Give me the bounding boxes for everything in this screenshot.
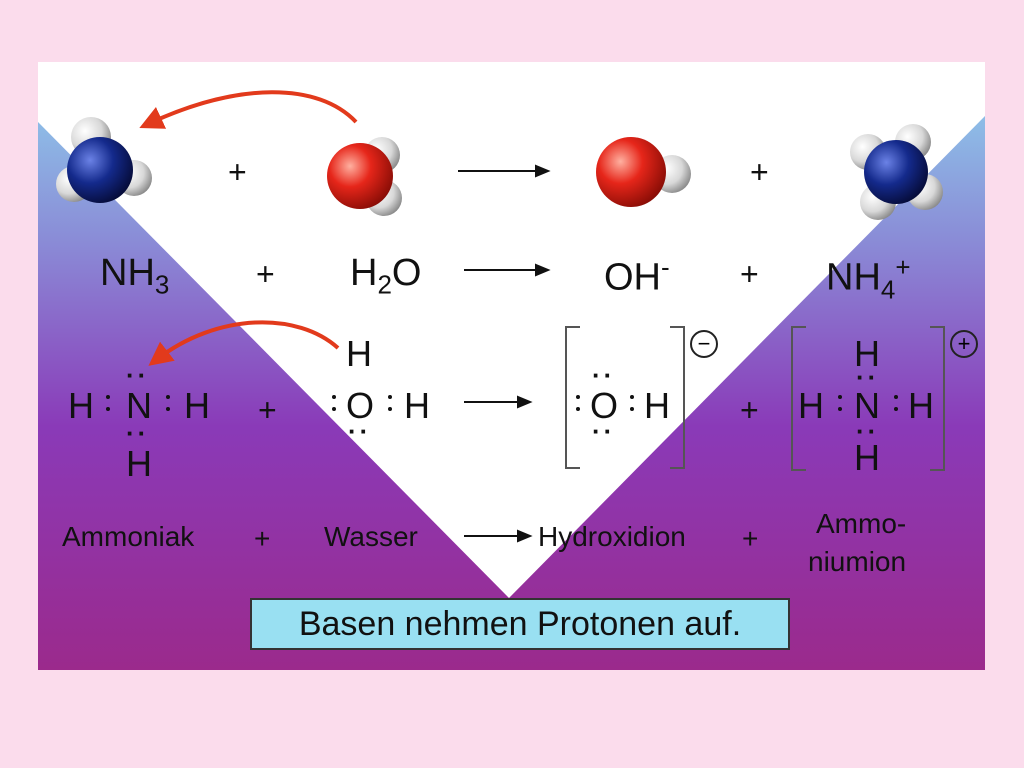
bond-dots	[106, 392, 110, 418]
water-model	[327, 137, 402, 216]
lewis-water-o: O	[346, 385, 375, 426]
minus-charge-icon: −	[690, 330, 718, 358]
ammonium-brackets	[791, 326, 945, 471]
lewis-ammonia-h-right: H	[184, 385, 210, 426]
diagram-panel: + + NH3 + H2O OH- + NH4+ H N H H ·· ·· +…	[38, 62, 985, 670]
formula-plus-2: +	[740, 256, 759, 292]
name-plus-1: +	[254, 523, 271, 554]
lone-pair-dots	[576, 392, 580, 418]
name-ammonium-line2: niumion	[808, 546, 907, 577]
bond-dots	[388, 392, 392, 418]
molecule-models	[56, 90, 945, 543]
lewis-ammonium-h-bottom: H	[854, 437, 880, 478]
reaction-arrow-3	[464, 395, 533, 409]
bond-dots	[630, 392, 634, 418]
lewis-ammonium-h-left: H	[798, 385, 824, 426]
formula-hydroxide: OH-	[604, 252, 670, 299]
name-ammonium-line1: Ammo-	[816, 508, 907, 539]
lewis-ammonium-h-right: H	[908, 385, 934, 426]
lewis-water-h-top: H	[346, 333, 372, 374]
lewis-ammonia-h-left: H	[68, 385, 94, 426]
bond-dots	[166, 392, 170, 418]
proton-transfer-arrow-bottom	[148, 320, 340, 366]
formula-plus-1: +	[256, 256, 275, 292]
name-water: Wasser	[324, 521, 418, 552]
hydroxide-model	[596, 137, 691, 207]
bond-dots	[838, 392, 842, 418]
lewis-ammonium-n: N	[854, 385, 880, 426]
reaction-arrow-2	[464, 263, 551, 277]
model-plus-1: +	[228, 154, 247, 190]
bond-dots: ··	[856, 362, 880, 392]
formula-water: H2O	[350, 252, 422, 300]
lewis-ammonia-lone-pair: ··	[126, 360, 150, 390]
lewis-plus-2: +	[740, 392, 759, 428]
ammonia-model	[56, 117, 152, 203]
model-plus-2: +	[750, 154, 769, 190]
proton-transfer-arrow-top	[139, 90, 358, 129]
lewis-ammonia-n: N	[126, 385, 152, 426]
bond-dots: ··	[126, 418, 150, 448]
lone-pair-dots: ··	[592, 360, 616, 390]
reaction-arrow-4	[464, 529, 533, 543]
lewis-hydroxide-h: H	[644, 385, 670, 426]
hydroxide-brackets	[565, 326, 685, 469]
lone-pair-dots: ··	[592, 416, 616, 446]
lone-pair-dots	[332, 392, 336, 418]
lone-pair-dots: ··	[348, 416, 372, 446]
formula-ammonia: NH3	[100, 252, 170, 300]
lewis-hydroxide-o: O	[590, 385, 619, 426]
lewis-ammonium-h-top: H	[854, 333, 880, 374]
lewis-ammonia-h-bottom: H	[126, 443, 152, 484]
bond-dots: ··	[856, 416, 880, 446]
name-ammonia: Ammoniak	[62, 521, 195, 552]
lewis-water-h-right: H	[404, 385, 430, 426]
bond-dots	[894, 392, 898, 418]
plus-charge-icon: +	[950, 330, 978, 358]
formula-ammonium: NH4+	[826, 252, 911, 305]
background-gradient	[38, 62, 985, 670]
ammonium-model	[850, 124, 943, 220]
name-hydroxide: Hydroxidion	[538, 521, 686, 552]
caption-box: Basen nehmen Protonen auf.	[250, 598, 790, 650]
reaction-arrow-1	[458, 164, 551, 178]
name-plus-2: +	[742, 523, 759, 554]
lewis-plus-1: +	[258, 392, 277, 428]
